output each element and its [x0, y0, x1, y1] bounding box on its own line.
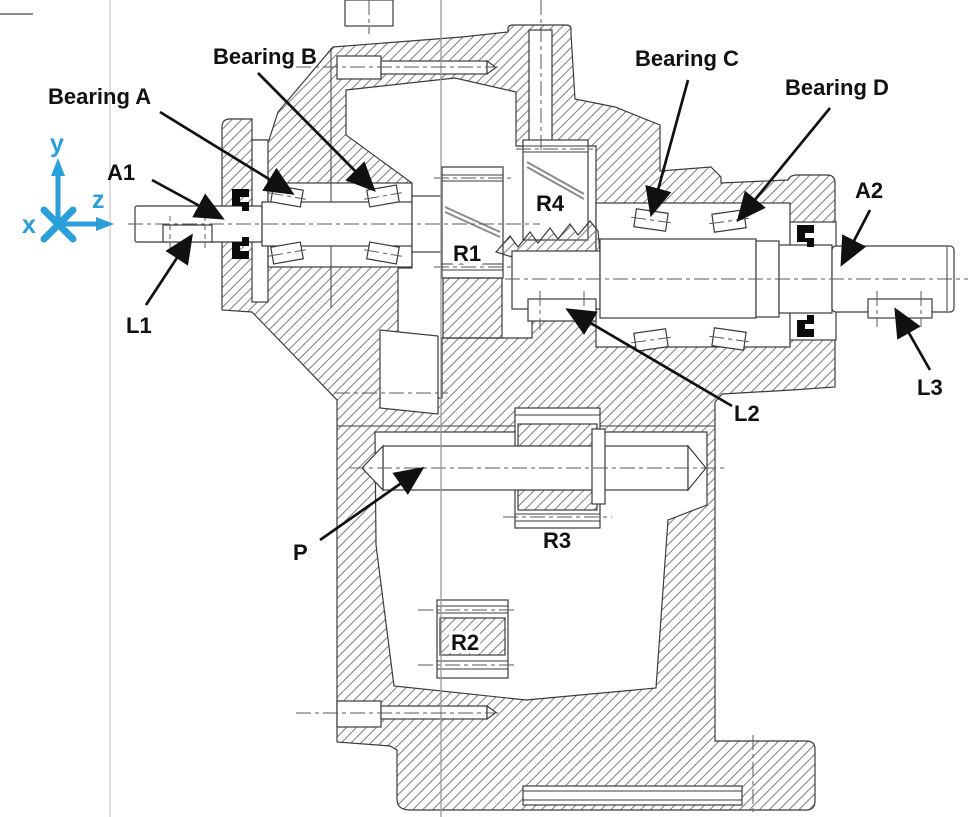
gear-r3-web-bottom: [517, 489, 598, 511]
gear-r4: [494, 139, 601, 258]
output-seal-bottom: [797, 315, 814, 337]
y-axis-label: y: [50, 130, 64, 158]
bearing-d-leader-arrow: [736, 107, 832, 223]
gear-r1: [434, 166, 511, 339]
gear-r2-block: [418, 599, 518, 679]
label-r1: R1: [453, 241, 481, 266]
label-l1: L1: [126, 313, 152, 338]
bearing-c-bottom-roller: [631, 328, 671, 352]
bearing-a-bottom-roller: [268, 241, 306, 265]
output-seal-top: [797, 225, 814, 247]
x-axis-label: x: [22, 211, 36, 239]
label-bearing-a: Bearing A: [48, 84, 151, 109]
coordinate-axes: [40, 171, 101, 243]
label-r3: R3: [543, 528, 571, 553]
l2-leader-arrow: [565, 308, 733, 408]
coordinate-axis-labels: y z x: [22, 130, 105, 239]
p-leader-arrow: [319, 466, 425, 542]
input-seal-bottom: [232, 237, 249, 259]
key-l2: [527, 298, 597, 322]
gear-r3-web-top: [517, 423, 598, 447]
bolt-pocket: [379, 329, 439, 415]
l3-leader-arrow: [894, 307, 932, 371]
gear-r4-tooth-line1: [526, 161, 585, 195]
l1-leader-arrow: [144, 233, 193, 306]
label-bearing-d: Bearing D: [785, 75, 889, 100]
label-l3: L3: [917, 375, 943, 400]
gear-r1-tooth-line1: [444, 206, 501, 233]
input-shaft-a1: [134, 195, 443, 253]
coordinate-axis-arrowheads: [51, 158, 114, 231]
y-axis-arrowhead: [51, 158, 65, 176]
label-a2: A2: [855, 178, 883, 203]
gear-r1-hub: [442, 277, 503, 339]
base-recess: [522, 785, 743, 806]
a2-leader-arrow: [840, 209, 872, 267]
z-axis-label: z: [92, 186, 105, 214]
input-seal-top: [232, 189, 249, 211]
label-r4: R4: [536, 191, 565, 216]
label-l2: L2: [734, 401, 760, 426]
label-bearing-c: Bearing C: [635, 46, 739, 71]
gear-r1-blank: [441, 166, 504, 279]
label-r2: R2: [451, 630, 479, 655]
bearing-b-bottom-roller: [364, 241, 402, 265]
annotation-labels: Bearing A Bearing B Bearing C Bearing D …: [48, 44, 943, 659]
shaft-seals: [232, 189, 814, 337]
label-a1: A1: [107, 160, 135, 185]
label-p: P: [293, 540, 308, 565]
bearing-c-leader-arrow: [645, 79, 690, 218]
label-bearing-b: Bearing B: [213, 44, 317, 69]
z-axis-arrowhead: [96, 217, 114, 231]
gear-r2-web: [439, 617, 506, 656]
leader-arrows: [144, 72, 932, 542]
gear-r4-tooth-line2: [526, 166, 585, 200]
lower-plug: [336, 700, 382, 728]
a1-leader-arrow: [151, 178, 225, 220]
bearing-a-leader-arrow: [159, 110, 295, 195]
bearing-b-leader-arrow: [257, 72, 376, 192]
bearing-d-bottom-roller: [709, 327, 749, 351]
x-axis-cross-2: [40, 206, 77, 243]
intermediate-shaft-collar: [591, 428, 606, 505]
